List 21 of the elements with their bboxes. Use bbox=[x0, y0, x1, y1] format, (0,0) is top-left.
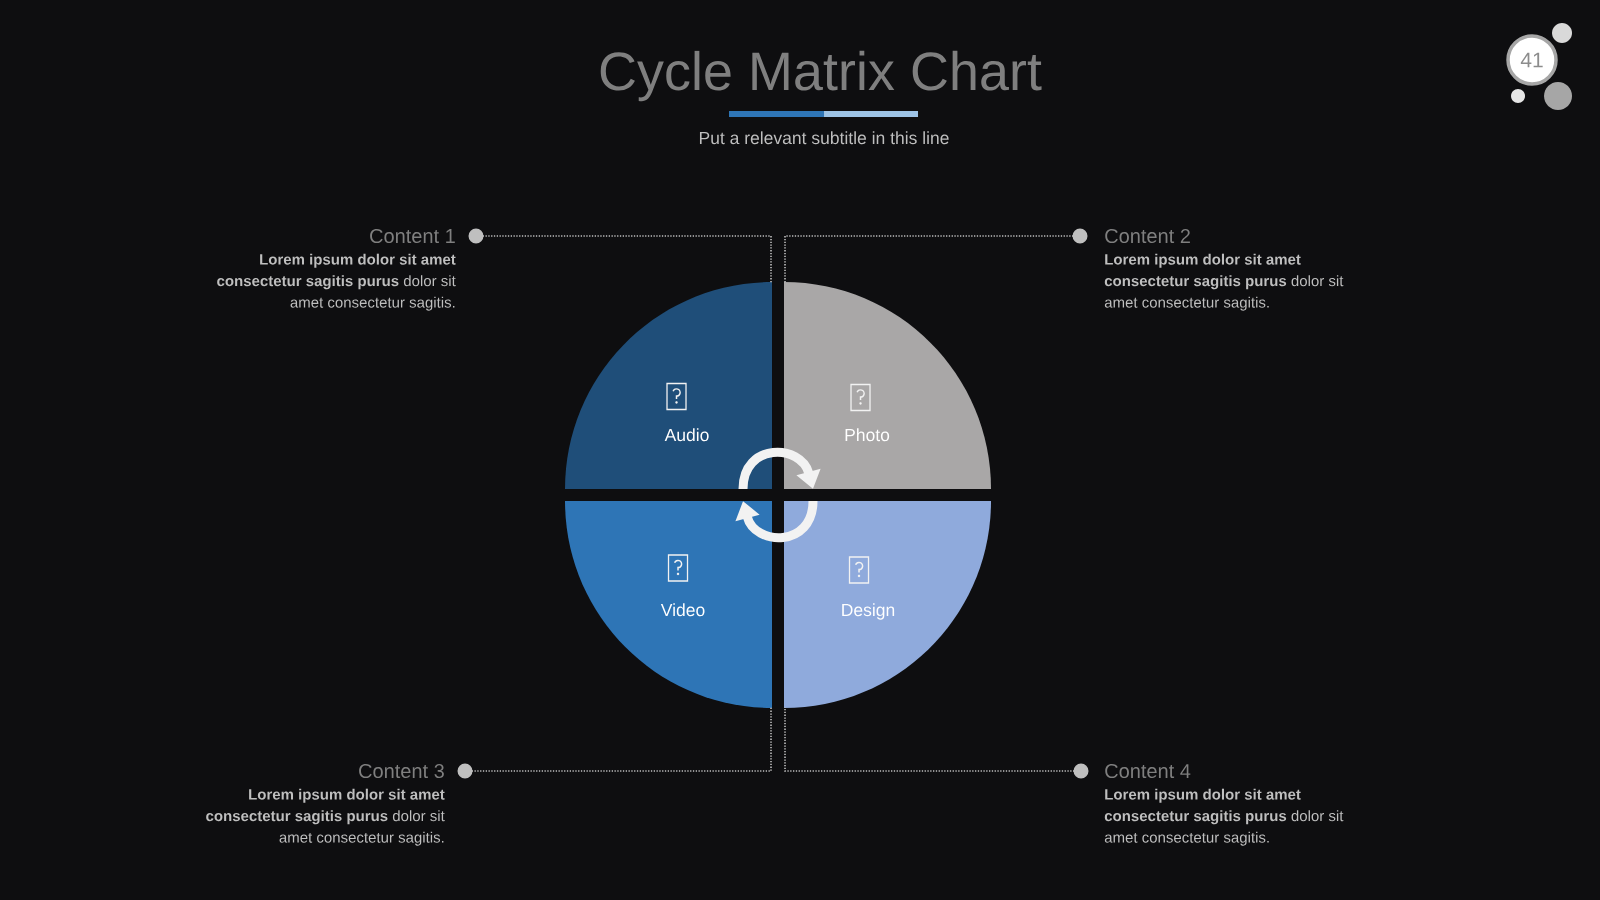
quadrant-segment: Video bbox=[565, 501, 772, 708]
quadrant-segment: Audio bbox=[565, 282, 772, 489]
quadrant-segment: Design bbox=[784, 501, 991, 708]
content-heading: Content 1 bbox=[370, 228, 455, 244]
leader-line bbox=[468, 228, 772, 284]
content-heading: Content 2 bbox=[1105, 228, 1190, 244]
leader-line bbox=[784, 706, 1089, 779]
content-heading: Content 3 bbox=[359, 763, 444, 779]
number-badge: 41 bbox=[1506, 34, 1558, 86]
content-heading: Content 4 bbox=[1105, 763, 1191, 779]
subtitle: Put a relevant subtitle in this line bbox=[699, 131, 949, 145]
quadrant-segment: Photo bbox=[784, 282, 991, 489]
body-text: Lorem ipsum dolor sit amet consectetur sagitis purus dolor sit amet consectetur sagitis. bbox=[1104, 788, 1344, 846]
cycle-arrow bbox=[738, 447, 821, 490]
body-text: Lorem ipsum dolor sit amet consectetur sagitis purus dolor sit amet consectetur sagitis. bbox=[217, 253, 456, 311]
leader-line bbox=[784, 228, 1088, 284]
leader-line bbox=[457, 706, 772, 779]
body-text: Lorem ipsum dolor sit amet consectetur sagitis purus dolor sit amet consectetur sagitis. bbox=[1104, 253, 1344, 311]
cycle-arrow bbox=[735, 500, 818, 543]
body-text: Lorem ipsum dolor sit amet consectetur sagitis purus dolor sit amet consectetur sagitis. bbox=[206, 788, 445, 846]
title: Cycle Matrix Chart bbox=[600, 50, 1042, 102]
